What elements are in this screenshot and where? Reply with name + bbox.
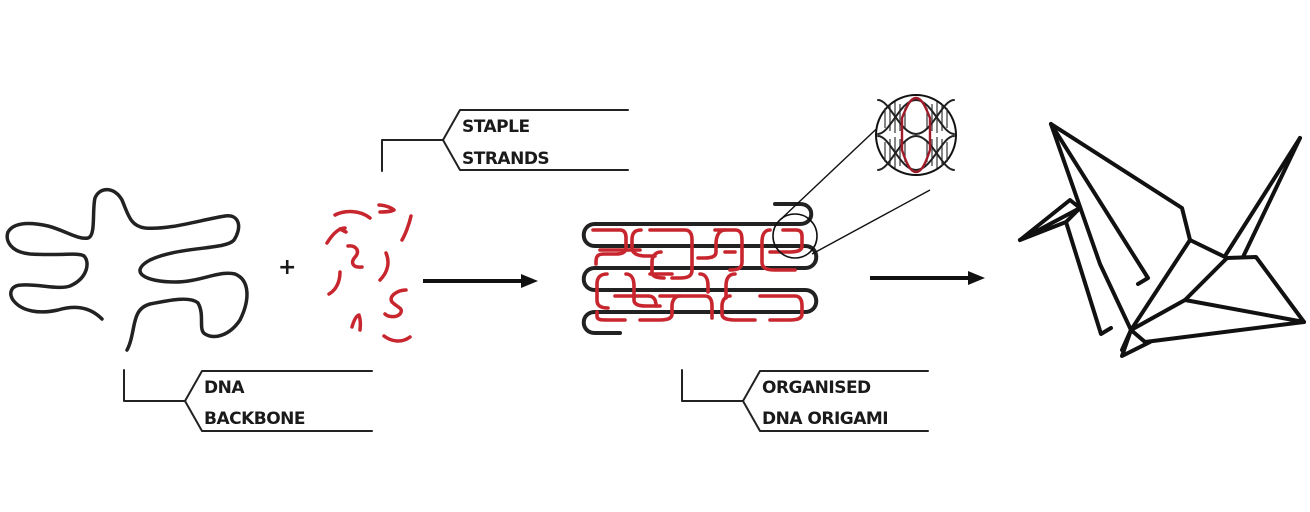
staple-strands-label-line1: STAPLE — [462, 117, 530, 137]
dna-backbone-label-line1: DNA — [204, 378, 245, 398]
organised-label-line2: DNA ORIGAMI — [762, 409, 888, 429]
origami-crane-icon — [1018, 122, 1306, 358]
arrow-right-icon-2 — [870, 271, 985, 285]
organised-label-line1: ORGANISED — [762, 378, 871, 398]
staple-strands-label-line2: STRANDS — [462, 149, 549, 169]
double-helix-zoom-icon — [875, 94, 957, 176]
dna-backbone-callout: DNA BACKBONE — [123, 369, 373, 432]
folded-lattice-icon — [581, 117, 931, 335]
staple-fragments-icon — [325, 203, 413, 343]
plus-operator: + — [278, 255, 296, 280]
organised-origami-callout: ORGANISED DNA ORIGAMI — [681, 369, 929, 432]
dna-backbone-label-line2: BACKBONE — [204, 409, 305, 429]
dna-backbone-strand-icon — [5, 187, 249, 352]
staple-strands-callout: STAPLE STRANDS — [381, 109, 629, 172]
arrow-right-icon — [423, 274, 538, 288]
